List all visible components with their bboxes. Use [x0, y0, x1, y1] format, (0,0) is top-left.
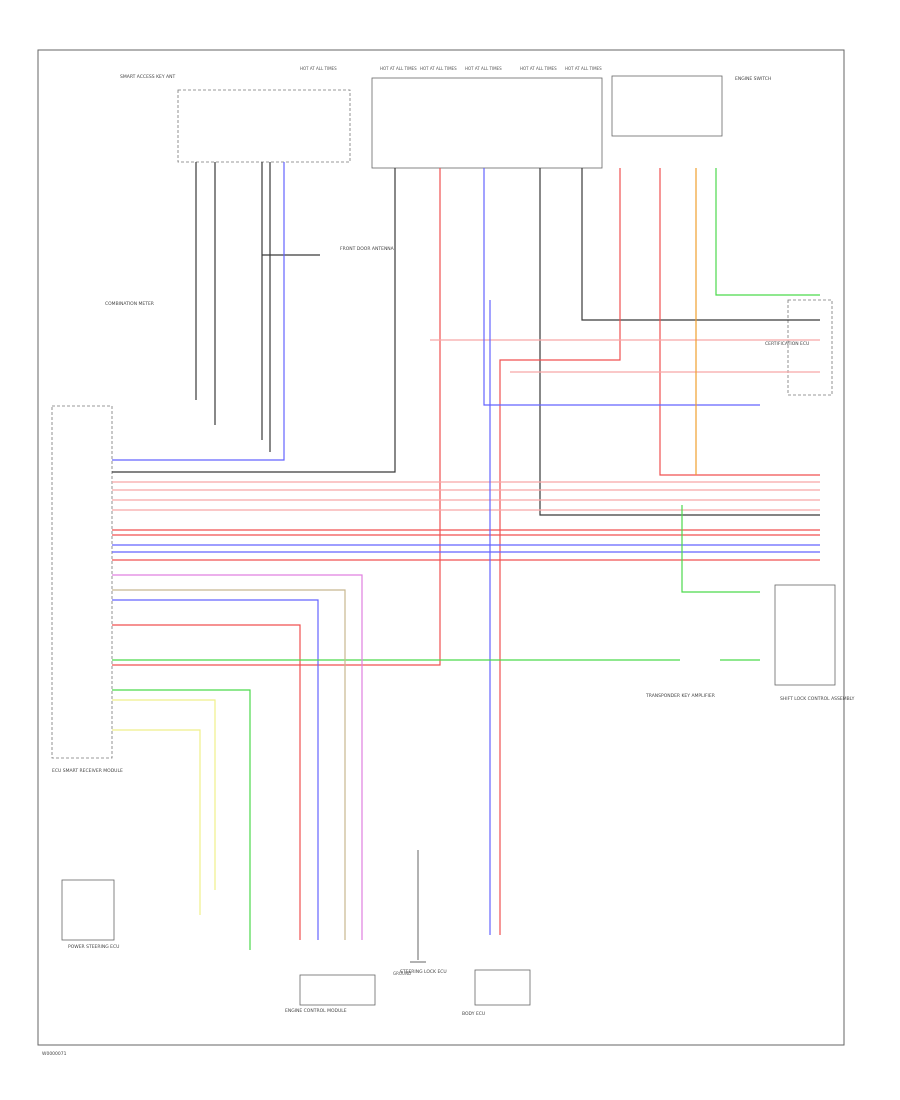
diagram-frame — [37, 49, 845, 1046]
engine-switch-label: ENGINE SWITCH — [735, 76, 771, 82]
top-left-label: SMART ACCESS KEY ANT — [120, 74, 175, 80]
fuse-3-label: HOT AT ALL TIMES — [465, 66, 502, 71]
fuse-block-box — [371, 77, 603, 169]
main-ecu-box — [51, 405, 113, 759]
left-connector-label: COMBINATION METER — [105, 301, 154, 307]
wires-red — [112, 168, 820, 940]
fuse-2-label: HOT AT ALL TIMES — [420, 66, 457, 71]
shift-lock-label: SHIFT LOCK CONTROL ASSEMBLY — [780, 696, 855, 702]
wires-dark — [112, 162, 820, 516]
smart-key-ecu-label: ECU SMART RECEIVER MODULE — [52, 768, 123, 774]
key-slot-label: TRANSPONDER KEY AMPLIFIER — [645, 693, 715, 699]
certification-label: CERTIFICATION ECU — [765, 341, 809, 347]
shift-lock-box — [774, 584, 836, 686]
page-code: W0000071 — [42, 1051, 67, 1057]
bottom-left-box — [61, 879, 115, 941]
bottom-connector — [299, 974, 376, 1006]
wires-green — [112, 168, 820, 950]
bottom-center-right-box — [474, 969, 531, 1006]
fuse-6-label: HOT AT ALL TIMES — [300, 66, 337, 71]
fuse-1-label: HOT AT ALL TIMES — [380, 66, 417, 71]
bottom-left-box-label: POWER STEERING ECU — [68, 944, 119, 950]
certification-box — [787, 299, 833, 396]
fuse-labels: HOT AT ALL TIMES HOT AT ALL TIMES HOT AT… — [300, 66, 602, 71]
top-left-component-box — [177, 89, 351, 163]
wires-blue — [112, 162, 820, 940]
wires-other — [112, 168, 697, 940]
front-door-label: FRONT DOOR ANTENNA — [340, 246, 395, 252]
engine-switch-box — [611, 75, 723, 137]
ground-symbol — [410, 850, 426, 963]
wires-pink — [112, 339, 820, 511]
fuse-5-label: HOT AT ALL TIMES — [565, 66, 602, 71]
bottom-center-left-label: ENGINE CONTROL MODULE — [285, 1008, 347, 1014]
ground-label: GROUND — [393, 971, 411, 976]
fuse-4-label: HOT AT ALL TIMES — [520, 66, 557, 71]
bottom-center-right-label: BODY ECU — [462, 1011, 485, 1017]
bottom-center-label: STEERING LOCK ECU — [400, 969, 447, 975]
